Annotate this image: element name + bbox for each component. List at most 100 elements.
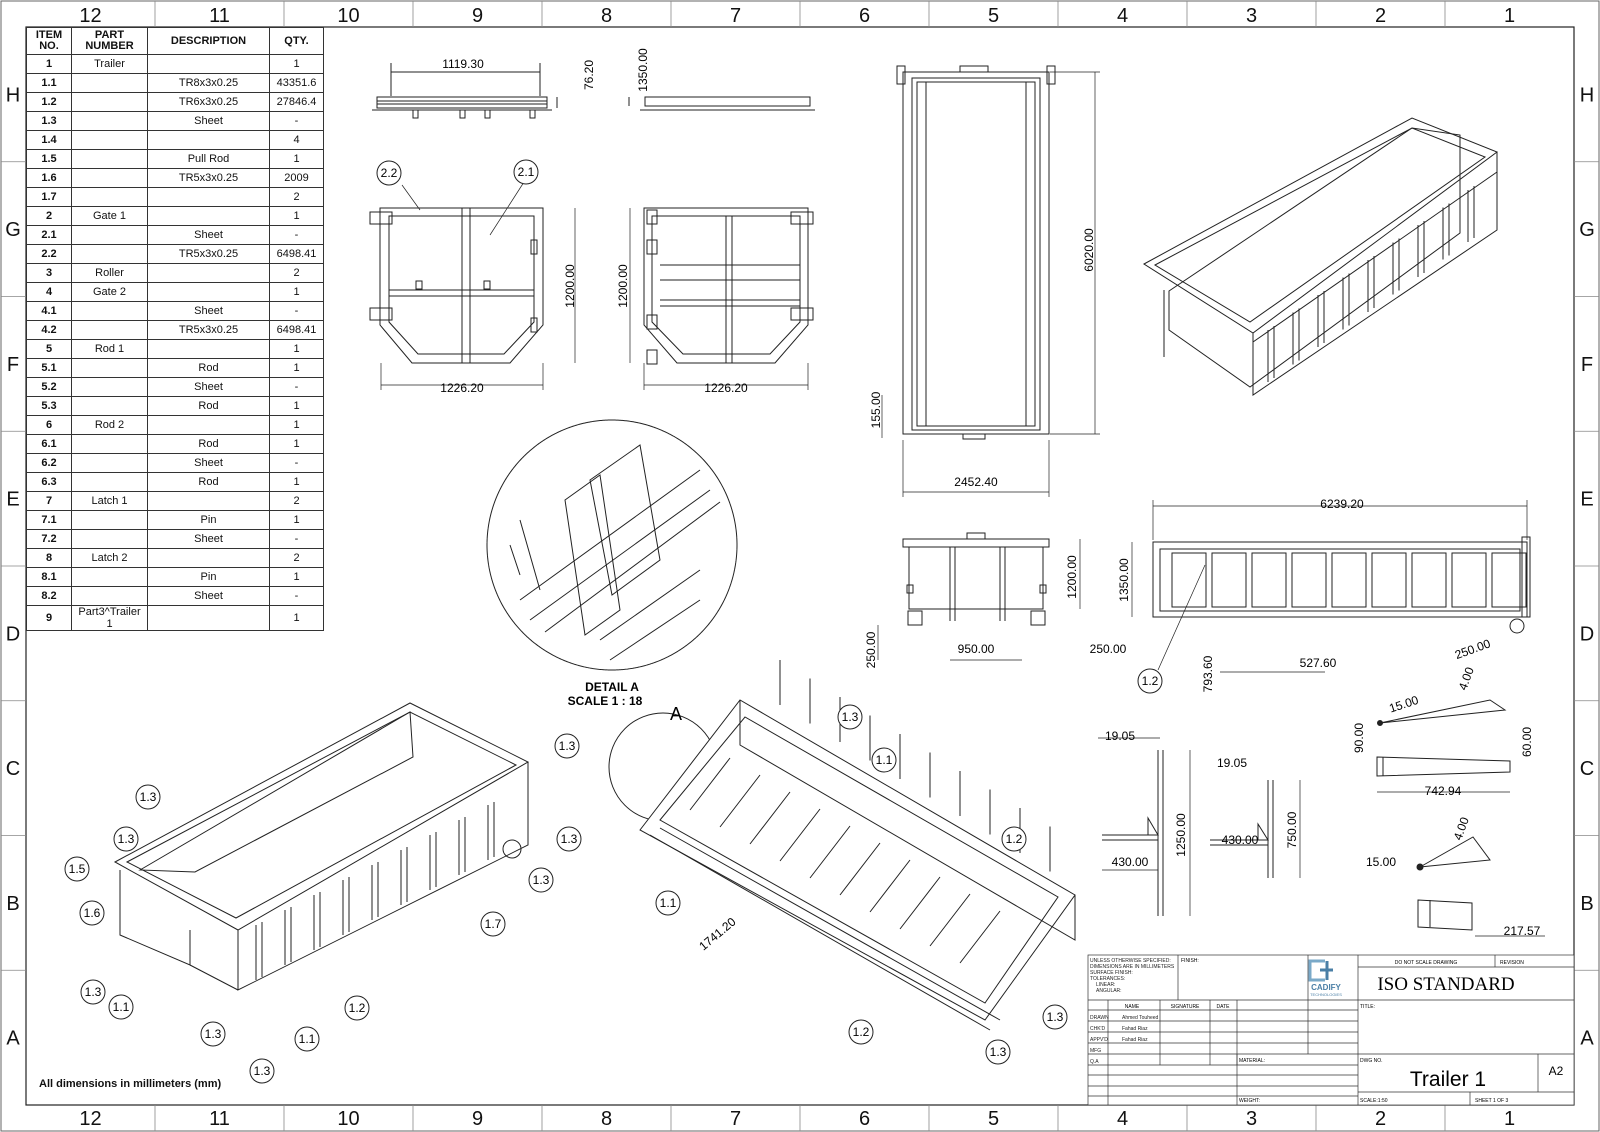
- balloon-iso1-label: 1.3: [205, 1027, 222, 1041]
- bom-cell-part: [71, 567, 148, 587]
- logo-text: CADIFY: [1311, 983, 1341, 992]
- title-block: [1087, 954, 1575, 1106]
- zone-row-left: C: [6, 758, 20, 780]
- rod-2-view: [1210, 780, 1274, 878]
- bom-cell-item: 7.1: [26, 510, 72, 530]
- bom-cell-qty: -: [269, 301, 324, 321]
- balloon-iso2-label: 1.3: [842, 710, 859, 724]
- bom-cell-item: 5.1: [26, 358, 72, 378]
- tb-name: Fahad Riaz: [1122, 1037, 1148, 1043]
- bom-cell-desc: Rod: [147, 358, 270, 378]
- bom-cell-qty: 1: [269, 358, 324, 378]
- dim-latch-h1: 90.00: [1352, 723, 1366, 753]
- bom-cell-item: 4: [26, 282, 72, 302]
- dim-front-height: 1200.00: [1065, 555, 1079, 599]
- rod-1-view: [1102, 750, 1164, 916]
- balloon-iso1-label: 1.3: [533, 873, 550, 887]
- bom-cell-desc: [147, 415, 270, 435]
- bom-cell-desc: [147, 206, 270, 226]
- zone-col-bottom: 9: [472, 1108, 483, 1130]
- dim-plan-length: 6020.00: [1082, 228, 1096, 272]
- balloon-iso1-label: 1.3: [559, 739, 576, 753]
- bom-cell-desc: Rod: [147, 472, 270, 492]
- dim-gate-width-2: 1226.20: [704, 381, 748, 395]
- bom-cell-part: [71, 586, 148, 606]
- bom-cell-qty: -: [269, 586, 324, 606]
- dimensions-note: All dimensions in millimeters (mm): [39, 1078, 222, 1090]
- no-scale-label: DO NOT SCALE DRAWING: [1395, 960, 1458, 966]
- balloon-iso2-label: 1.1: [876, 753, 893, 767]
- iso-view-bottom-center: [608, 660, 1076, 1031]
- bom-cell-item: 6.2: [26, 453, 72, 473]
- zone-row-left: H: [6, 84, 20, 106]
- bom-cell-desc: Sheet: [147, 453, 270, 473]
- bom-cell-item: 2.2: [26, 244, 72, 264]
- cadify-logo: [1308, 959, 1333, 982]
- dim-gate-height-2: 1200.00: [616, 264, 630, 308]
- tb-role: APPV'D: [1090, 1037, 1108, 1043]
- dim-rod2-h: 750.00: [1285, 811, 1299, 848]
- bom-cell-item: 5.3: [26, 396, 72, 416]
- dim-gate-height-1: 1200.00: [563, 264, 577, 308]
- zone-col-top: 11: [209, 5, 230, 27]
- balloon-iso1-label: 1.3: [118, 832, 135, 846]
- zone-row-left: B: [6, 893, 19, 915]
- bom-cell-part: [71, 472, 148, 492]
- zone-col-top: 6: [859, 5, 870, 27]
- zone-col-top: 8: [601, 5, 612, 27]
- balloon-2-2: 2.2: [381, 166, 398, 180]
- dim-rod2-len: 430.00: [1222, 833, 1259, 847]
- detail-title: DETAIL A: [585, 680, 639, 694]
- balloon-iso1: 1.1: [108, 994, 134, 1020]
- bom-cell-item: 2: [26, 206, 72, 226]
- zone-row-left: F: [7, 354, 19, 376]
- bom-cell-qty: 1: [269, 54, 324, 74]
- dim-plan-width: 2452.40: [954, 475, 998, 489]
- dim-pin-len: 217.57: [1504, 924, 1541, 938]
- bom-cell-item: 2.1: [26, 225, 72, 245]
- top-strip-view: [372, 63, 815, 119]
- bom-cell-item: 8: [26, 548, 72, 568]
- dim-gate-width-1: 1226.20: [440, 381, 484, 395]
- bom-cell-desc: TR6x3x0.25: [147, 92, 270, 112]
- tb-role: MFG: [1090, 1048, 1101, 1054]
- dim-front-250: 250.00: [1090, 642, 1127, 656]
- bom-cell-part: Part3^Trailer 1: [71, 605, 148, 631]
- bom-cell-part: [71, 434, 148, 454]
- bom-cell-item: 1.6: [26, 168, 72, 188]
- bom-cell-part: Rod 1: [71, 339, 148, 359]
- zone-col-top: 7: [730, 5, 741, 27]
- zone-col-bottom: 5: [988, 1108, 999, 1130]
- bom-cell-desc: Rod: [147, 396, 270, 416]
- bom-cell-part: Latch 2: [71, 548, 148, 568]
- balloon-iso1: 1.5: [64, 856, 90, 882]
- detail-a-view: [486, 419, 738, 671]
- bom-cell-part: Rod 2: [71, 415, 148, 435]
- zone-col-bottom: 8: [601, 1108, 612, 1130]
- bom-cell-part: [71, 510, 148, 530]
- bom-cell-item: 1.1: [26, 73, 72, 93]
- balloon-iso1-label: 1.3: [254, 1064, 271, 1078]
- bom-cell-qty: 1: [269, 206, 324, 226]
- bom-cell-desc: [147, 54, 270, 74]
- balloon-iso1-label: 1.1: [299, 1032, 316, 1046]
- bom-cell-part: Gate 2: [71, 282, 148, 302]
- bom-cell-item: 6: [26, 415, 72, 435]
- bom-cell-qty: 6498.41: [269, 244, 324, 264]
- gate-rear-view: [643, 207, 814, 365]
- dim-front-wheel: 250.00: [864, 631, 878, 668]
- balloon-iso2: 1.2: [848, 1019, 874, 1045]
- title-label: TITLE:: [1360, 1004, 1375, 1010]
- zone-row-right: H: [1580, 84, 1594, 106]
- bom-cell-item: 1.4: [26, 130, 72, 150]
- bom-cell-qty: 2009: [269, 168, 324, 188]
- bom-cell-item: 5: [26, 339, 72, 359]
- bom-cell-desc: [147, 548, 270, 568]
- col-name: NAME: [1125, 1004, 1140, 1010]
- bom-cell-part: [71, 453, 148, 473]
